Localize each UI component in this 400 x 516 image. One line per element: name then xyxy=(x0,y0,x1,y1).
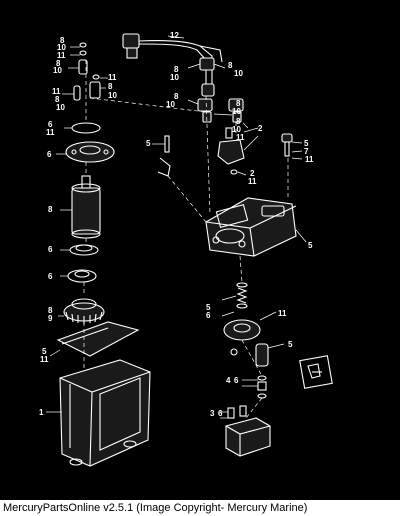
callout-11: 11 xyxy=(57,51,66,60)
callout-8: 8 xyxy=(174,65,179,74)
callout-11: 11 xyxy=(46,128,55,137)
callout-10: 10 xyxy=(166,100,175,109)
control-module-housing xyxy=(205,197,307,257)
image-caption: MercuryPartsOnline v2.5.1 (Image Copyrig… xyxy=(3,502,308,514)
callout-5: 5 xyxy=(308,241,313,250)
callout-11: 11 xyxy=(40,355,49,364)
bracket-assembly xyxy=(217,127,259,176)
spring-stack xyxy=(221,282,248,317)
callout-6: 6 xyxy=(48,245,53,254)
fuel-pump xyxy=(60,175,101,239)
callout-6: 6 xyxy=(48,120,53,129)
callout-3: 3 xyxy=(210,409,215,418)
filter-cylinder xyxy=(255,343,285,367)
callout-11: 11 xyxy=(305,155,314,164)
callout-2: 2 xyxy=(258,124,263,133)
screw-clip xyxy=(152,135,171,177)
callout-10: 10 xyxy=(232,107,241,116)
callout-12: 12 xyxy=(170,31,179,40)
callout-5: 5 xyxy=(146,139,151,148)
callout-11: 11 xyxy=(236,133,245,142)
pump-cover-plate xyxy=(56,141,115,163)
callout-6: 6 xyxy=(48,272,53,281)
wiring-harness xyxy=(122,33,223,92)
fittings-top-left xyxy=(62,42,108,101)
callout-8: 8 xyxy=(48,306,53,315)
connector-cluster xyxy=(187,57,249,129)
callout-8: 8 xyxy=(108,82,113,91)
exploded-parts-diagram: 12 8 10 11 8 10 11 8 10 11 8 10 6 11 6 8… xyxy=(0,0,400,500)
diagram-svg: 12 8 10 11 8 10 11 8 10 11 8 10 6 11 6 8… xyxy=(39,31,333,467)
small-fittings-lower xyxy=(242,375,267,399)
callout-10: 10 xyxy=(56,103,65,112)
callout-1: 1 xyxy=(39,408,44,417)
callout-5: 5 xyxy=(288,340,293,349)
callout-5: 5 xyxy=(206,303,211,312)
callout-6: 6 xyxy=(47,150,52,159)
fuel-bowl-housing xyxy=(46,359,151,467)
assembly-lines xyxy=(83,60,289,419)
lower-module-block xyxy=(220,405,271,457)
filter-pad xyxy=(49,321,140,357)
callout-10: 10 xyxy=(170,73,179,82)
grommet-right xyxy=(281,133,303,160)
callout-11: 11 xyxy=(108,73,117,82)
pump-retainer xyxy=(60,244,99,256)
callout-8: 8 xyxy=(236,117,241,126)
callout-8: 8 xyxy=(174,92,179,101)
callout-8: 8 xyxy=(228,61,233,70)
callout-10: 10 xyxy=(108,91,117,100)
callout-11: 11 xyxy=(278,309,287,318)
callout-10: 10 xyxy=(53,66,62,75)
callout-11: 11 xyxy=(248,177,257,186)
callout-10: 10 xyxy=(232,125,241,134)
callout-labels: 12 8 10 11 8 10 11 8 10 11 8 10 6 11 6 8… xyxy=(39,31,314,418)
callout-10: 10 xyxy=(57,43,66,52)
callout-8: 8 xyxy=(236,99,241,108)
callout-7: 7 xyxy=(304,147,309,156)
valve-plate xyxy=(223,311,277,356)
clamp-ring xyxy=(60,269,97,283)
callout-9: 9 xyxy=(48,314,53,323)
o-ring-top xyxy=(64,122,101,134)
callout-8: 8 xyxy=(55,95,60,104)
inset-symbol xyxy=(299,355,333,389)
callout-4: 4 xyxy=(226,376,231,385)
callout-6: 6 xyxy=(218,409,223,418)
callout-6: 6 xyxy=(206,311,211,320)
callout-6: 6 xyxy=(234,376,239,385)
callout-8: 8 xyxy=(60,36,65,45)
strainer-element xyxy=(58,298,105,324)
callout-8: 8 xyxy=(56,59,61,68)
callout-10: 10 xyxy=(234,69,243,78)
callout-2: 2 xyxy=(250,169,255,178)
callout-11: 11 xyxy=(52,87,61,96)
callout-8: 8 xyxy=(48,205,53,214)
callout-5: 5 xyxy=(304,139,309,148)
callout-5: 5 xyxy=(42,347,47,356)
